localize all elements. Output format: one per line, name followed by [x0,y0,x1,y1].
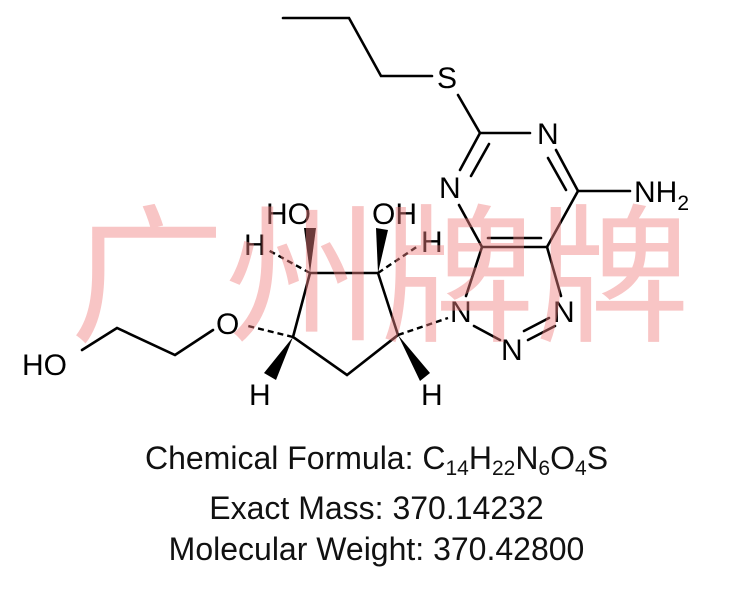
formula-count: 14 [445,457,469,480]
formula-element: N [515,440,539,476]
bond [522,316,551,333]
nitrogen-label: N [501,334,523,367]
bond [545,189,580,249]
wedge-bond [304,228,316,273]
amine-label: NH2 [634,176,689,215]
dashed-bond [267,248,311,275]
formula-element: O [550,440,575,476]
sulfur-label: S [437,62,457,95]
bond [458,131,482,172]
molecular-weight: Molecular Weight: 370.42800 [168,531,585,567]
formula-element: H [468,440,492,476]
hydroxyl-label: HO [22,349,67,382]
wedge-bond [398,335,430,381]
formula-label: Chemical Formula: [144,440,423,476]
formula-element: C [422,440,446,476]
wedge-bond [264,337,293,380]
nitrogen-label: N [450,296,472,329]
hydrogen-label: H [421,379,443,412]
hydroxyl-label: HO [266,198,311,231]
formula-element: S [586,440,609,476]
dashed-bond [247,324,294,339]
bonds [80,16,632,381]
hydroxyl-label: OH [372,198,417,231]
atom-labels: S N N NH2 N N N HO OH H H O HO H H [22,62,689,412]
s-c-bond [456,93,482,135]
nitrogen-label: N [439,172,461,205]
ether-oxygen-label: O [216,308,239,341]
propyl-chain [281,16,434,78]
bond [545,245,563,298]
hydrogen-label: H [249,379,271,412]
exact-mass: Exact Mass: 370.14232 [209,490,544,526]
bond [464,245,484,298]
bond [469,142,491,178]
cyclopentane-ring [291,271,400,377]
ethoxy-chain [80,326,215,357]
formula-count: 4 [575,457,587,480]
nitrogen-label: N [553,296,575,329]
formula-count: 22 [491,457,516,480]
bond [472,324,502,342]
dashed-bond [377,245,419,274]
formula-count: 6 [538,457,551,480]
watermark: 广州牌牌 [70,192,690,366]
wedge-bond [376,228,388,273]
formula-line: Chemical Formula: C14H22N6O4S [0,440,753,481]
dashed-bond [397,316,449,337]
hydrogen-label: H [421,226,443,259]
bond [546,156,568,192]
amine-subscript: 2 [677,192,689,215]
amine-text: NH [634,176,677,209]
bond [554,148,580,193]
nitrogen-label: N [537,118,559,151]
bond [526,324,557,342]
hydrogen-label: H [244,229,266,262]
bond [457,203,484,249]
